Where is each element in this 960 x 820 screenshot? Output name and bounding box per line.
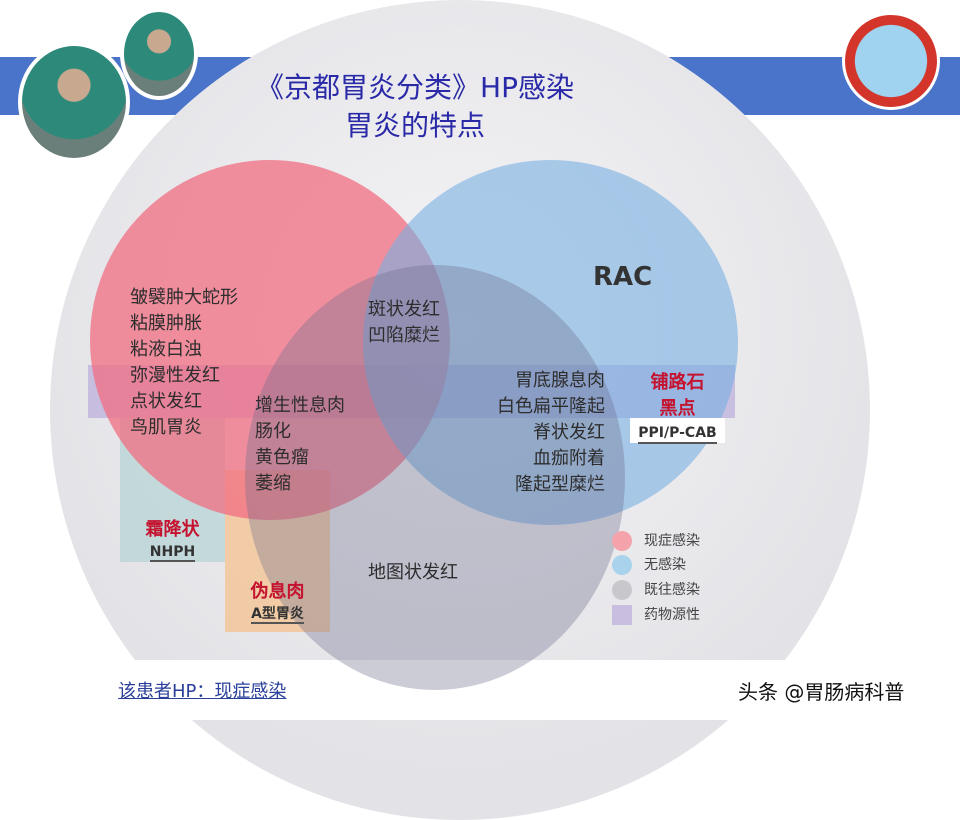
finding: 肠化 bbox=[255, 421, 291, 442]
current-only-findings: 皱襞肿大蛇形 粘膜肿胀 粘液白浊 弥漫性发红 点状发红 鸟肌胃炎 bbox=[130, 285, 238, 441]
legend-swatch bbox=[612, 531, 632, 551]
legend-swatch bbox=[612, 605, 632, 625]
legend-swatch bbox=[612, 555, 632, 575]
finding: 隆起型糜烂 bbox=[515, 474, 605, 495]
finding: 萎缩 bbox=[255, 473, 291, 494]
ppi-pcab-label: PPI/P-CAB bbox=[638, 424, 717, 444]
legend-past: 既往感染 bbox=[612, 579, 700, 600]
finding: 血痂附着 bbox=[533, 448, 605, 469]
finding: 皱襞肿大蛇形 bbox=[130, 287, 238, 308]
finding: 斑状发红 bbox=[368, 299, 440, 320]
legend-label: 既往感染 bbox=[644, 582, 700, 598]
finding: 白色扁平隆起 bbox=[497, 396, 605, 417]
nhph-label: NHPH bbox=[149, 544, 196, 562]
legend-current: 现症感染 bbox=[612, 530, 700, 551]
patient-status: 该患者HP：现症感染 bbox=[118, 681, 287, 702]
frost-label: 霜降状 bbox=[145, 519, 200, 540]
ppi-label-box bbox=[630, 418, 725, 443]
past-infection-circle bbox=[245, 265, 625, 690]
no-infection-circle bbox=[363, 160, 738, 525]
cobblestone-label: 铺路石 bbox=[650, 372, 705, 393]
society-logo bbox=[842, 12, 940, 110]
legend-label: 无感染 bbox=[644, 557, 686, 573]
finding: 脊状发红 bbox=[533, 422, 605, 443]
finding: 黄色瘤 bbox=[255, 447, 309, 468]
legend-drug: 药物源性 bbox=[612, 604, 700, 625]
current-past-findings: 增生性息肉 肠化 黄色瘤 萎缩 bbox=[255, 393, 345, 497]
pseudo-box-labels: 伪息肉 A型胃炎 bbox=[225, 577, 330, 624]
photo-doctor-small bbox=[120, 8, 198, 100]
map-redness-label: 地图状发红 bbox=[368, 562, 458, 583]
legend-swatch bbox=[612, 580, 632, 600]
watermark: 头条 @胃肠病科普 bbox=[738, 680, 905, 704]
finding: 粘液白浊 bbox=[130, 339, 202, 360]
finding: 点状发红 bbox=[130, 391, 202, 412]
pseudopolyp-label: 伪息肉 bbox=[250, 581, 305, 602]
photo-doctor-large bbox=[18, 42, 130, 162]
rac-label: RAC bbox=[593, 262, 653, 292]
title-line2: 胃炎的特点 bbox=[344, 109, 485, 142]
legend-none: 无感染 bbox=[612, 554, 686, 575]
finding: 鸟肌胃炎 bbox=[130, 417, 202, 438]
legend-label: 现症感染 bbox=[644, 533, 700, 549]
type-a-label: A型胃炎 bbox=[251, 606, 304, 624]
legend-label: 药物源性 bbox=[644, 607, 700, 623]
black-spot-label: 黑点 bbox=[659, 398, 696, 419]
title-line1: 《京都胃炎分类》HP感染 bbox=[256, 71, 574, 104]
finding: 凹陷糜烂 bbox=[368, 325, 440, 346]
finding: 弥漫性发红 bbox=[130, 365, 220, 386]
none-past-findings: 胃底腺息肉 白色扁平隆起 脊状发红 血痂附着 隆起型糜烂 bbox=[460, 368, 605, 498]
frost-box-labels: 霜降状 NHPH bbox=[120, 515, 225, 562]
drug-box-labels: 铺路石 黑点 PPI/P-CAB bbox=[630, 368, 725, 444]
finding: 粘膜肿胀 bbox=[130, 313, 202, 334]
finding: 增生性息肉 bbox=[255, 395, 345, 416]
current-none-findings: 斑状发红 凹陷糜烂 bbox=[368, 297, 440, 349]
finding: 胃底腺息肉 bbox=[515, 370, 605, 391]
footer-area bbox=[0, 660, 960, 720]
